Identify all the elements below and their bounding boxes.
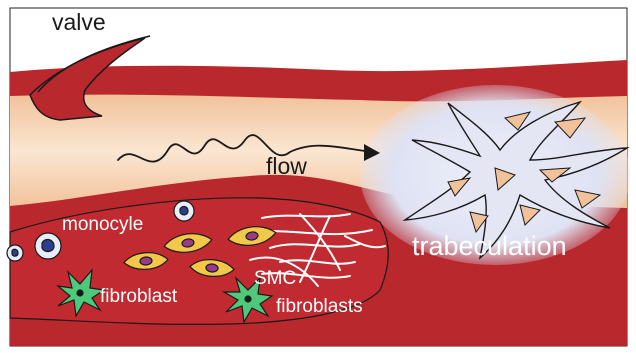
fibroblast-nucleus xyxy=(77,290,83,296)
fibroblast-nucleus xyxy=(245,296,251,302)
label-trabeculation: trabeculation xyxy=(412,231,567,261)
label-smc: SMC xyxy=(254,268,296,289)
label-fibroblast: fibroblast xyxy=(100,286,178,307)
label-flow: flow xyxy=(266,153,307,179)
monocyte-cell xyxy=(35,233,61,259)
label-fibroblasts: fibroblasts xyxy=(276,296,363,317)
label-valve: valve xyxy=(52,9,106,35)
label-monocyte: monocyle xyxy=(62,214,143,235)
monocyte-cell xyxy=(174,201,194,221)
monocyte-cell xyxy=(7,245,23,261)
